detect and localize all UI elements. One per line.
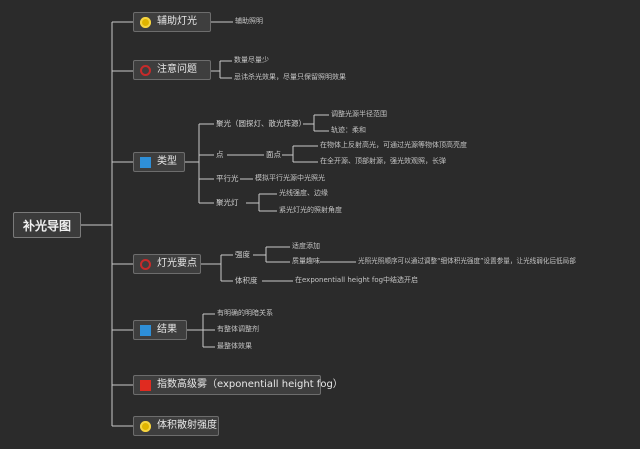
sub-node: 聚光灯 xyxy=(216,198,239,207)
leaf-text: 有明确的明暗关系 xyxy=(217,309,273,317)
branch-label: 体积散射强度 xyxy=(157,420,217,431)
leaf-text: 紧光灯光的照射角度 xyxy=(279,206,342,214)
leaf-text: 轨迹：柔和 xyxy=(331,126,366,134)
sub-node: 点 xyxy=(216,150,224,159)
leaf-text: 忌讳杀光效果，尽量只保留照明效果 xyxy=(234,73,346,81)
leaf-text: 最整体效果 xyxy=(217,342,252,350)
leaf-text: 调整光源半径范围 xyxy=(331,110,387,118)
branch-label: 辅助灯光 xyxy=(157,16,197,27)
red-ring-icon xyxy=(140,64,151,76)
branch-label: 注意问题 xyxy=(157,64,197,75)
branch-label: 结果 xyxy=(157,324,177,335)
leaf-text: 有整体调整剂 xyxy=(217,325,259,333)
red-ring-icon xyxy=(140,258,151,270)
sub-node: 聚光（圆探灯、散光阵源） xyxy=(216,119,306,128)
branch-node-notes[interactable]: 注意问题 xyxy=(133,60,211,80)
branch-node-auxiliary-light[interactable]: 辅助灯光 xyxy=(133,12,211,32)
branch-label: 类型 xyxy=(157,156,177,167)
leaf-text: 数量尽量少 xyxy=(234,56,269,64)
leaf-text: 适度添加 xyxy=(292,242,320,250)
yellow-badge-icon xyxy=(140,16,151,28)
branch-node-types[interactable]: 类型 xyxy=(133,152,185,172)
branch-node-height-fog[interactable]: 指数高级雾（exponentiall height fog） xyxy=(133,375,343,395)
branch-label: 灯光要点 xyxy=(157,258,197,269)
yellow-badge-icon xyxy=(140,420,151,432)
leaf-text: 辅助照明 xyxy=(235,17,263,25)
leaf-note: 光照光照顺序可以通过调整“细体积光强度”设置参量，让光线弱化后低局部 xyxy=(358,257,576,265)
blue-square-icon xyxy=(140,324,151,336)
sub-node: 平行光 xyxy=(216,174,239,183)
branch-label: 指数高级雾（exponentiall height fog） xyxy=(157,379,343,390)
branch-node-volumetric-scattering[interactable]: 体积散射强度 xyxy=(133,416,219,436)
sub-node: 面点 xyxy=(266,150,281,159)
leaf-text: 模拟平行光源中光照光 xyxy=(255,174,325,182)
leaf-text: 在全开源、顶部射源，强光效观照，长弹 xyxy=(320,157,446,165)
leaf-text: 在exponentiall height fog中结选开启 xyxy=(295,276,419,284)
branch-node-results[interactable]: 结果 xyxy=(133,320,187,340)
sub-node: 强度 xyxy=(235,250,250,259)
sub-node: 体积度 xyxy=(235,276,258,285)
leaf-text: 质量趣味 xyxy=(292,257,320,265)
root-node[interactable]: 补光导图 xyxy=(13,212,81,238)
leaf-text: 光线强度、边缘 xyxy=(279,189,328,197)
branch-node-lighting-points[interactable]: 灯光要点 xyxy=(133,254,201,274)
blue-square-icon xyxy=(140,156,151,168)
leaf-text: 在物体上反射高光，可通过光源等物体顶高亮度 xyxy=(320,141,467,149)
red-square-icon xyxy=(140,379,151,391)
